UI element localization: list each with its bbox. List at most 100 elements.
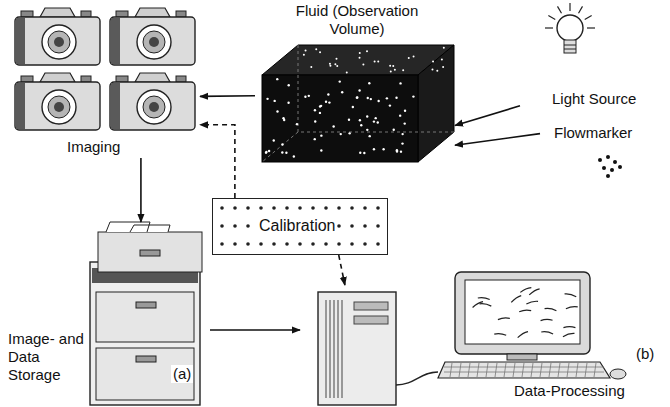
- particle-dot: [265, 151, 267, 153]
- particle-dot: [346, 72, 348, 74]
- particle-dot: [412, 95, 414, 97]
- vent-line: [330, 300, 331, 398]
- key-divider: [468, 363, 470, 377]
- particle-dot: [273, 100, 275, 102]
- fluid-volume: Fluid (Observation Volume): [255, 0, 455, 165]
- particle-dot: [436, 70, 438, 72]
- particle-dot: [315, 48, 317, 50]
- particle-dot: [340, 133, 342, 135]
- particle-dot: [359, 57, 361, 59]
- particle-dot: [348, 132, 350, 134]
- flow-arrow: [210, 329, 300, 331]
- particle-dot: [394, 69, 396, 71]
- keyboard: [438, 362, 610, 378]
- particle-dot: [360, 124, 362, 126]
- flow-vectors: [473, 288, 578, 338]
- particle-dots: [265, 47, 445, 158]
- monitor-screen: [465, 280, 580, 344]
- particle-dot: [273, 139, 275, 141]
- particle-dot: [336, 65, 338, 67]
- calibration-dot: [233, 242, 237, 246]
- calibration-dot: [246, 242, 250, 246]
- particle-dot: [328, 101, 330, 103]
- particle-dot: [370, 98, 372, 100]
- processing-unit: Data-Processing(b): [300, 285, 668, 405]
- part-label: (a): [171, 365, 193, 383]
- flow-vector: [541, 332, 553, 334]
- marker-dot: [598, 158, 602, 162]
- mouse: [610, 369, 626, 379]
- camera-icon: [110, 73, 195, 130]
- calibration-dot: [324, 206, 328, 210]
- calibration-dot: [363, 242, 367, 246]
- flow-vector: [518, 332, 528, 338]
- particle-dot: [303, 54, 305, 56]
- particle-dot: [352, 106, 354, 108]
- light-ray: [545, 27, 553, 28]
- storage-unit: Image- and Data Storage (a): [5, 222, 210, 405]
- flow-arrow: [200, 95, 255, 97]
- flow-vector: [498, 318, 510, 320]
- marker-dot: [618, 165, 622, 169]
- calibration-dot: [220, 224, 224, 228]
- node-label: Image- and Data Storage: [6, 330, 88, 384]
- computer-tower: [318, 292, 396, 405]
- light-ray: [585, 16, 592, 20]
- particle-dot: [266, 98, 268, 100]
- flow-arrow: [200, 125, 235, 198]
- flow-vector: [565, 294, 577, 297]
- key-divider: [513, 363, 515, 377]
- particle-dot: [329, 63, 331, 65]
- flow-vector: [526, 301, 538, 304]
- particle-dot: [413, 55, 415, 57]
- particle-dot: [408, 57, 410, 59]
- calibration-dot: [272, 206, 276, 210]
- key-divider: [558, 363, 560, 377]
- flowmarker: Flowmarker: [540, 122, 668, 180]
- calibration-dot: [259, 206, 263, 210]
- particle-dot: [359, 119, 361, 121]
- calibration-dot: [376, 242, 380, 246]
- key-divider: [567, 363, 569, 377]
- particle-dot: [443, 47, 445, 49]
- marker-dot: [606, 155, 610, 159]
- particle-dot: [442, 66, 444, 68]
- flow-arrow: [455, 106, 520, 126]
- particle-dot: [287, 102, 289, 104]
- flow-vector: [563, 333, 575, 336]
- marker-dot: [606, 174, 610, 178]
- particle-dot: [366, 50, 368, 52]
- particle-dot: [432, 61, 434, 63]
- node-label: Light Source: [550, 90, 638, 108]
- flow-vector: [541, 319, 553, 320]
- calibration-dot: [337, 224, 341, 228]
- drive-bay: [354, 302, 388, 310]
- particle-dot: [276, 110, 278, 112]
- imaging-group: Imaging: [5, 0, 200, 158]
- calibration-dot: [233, 224, 237, 228]
- particle-dot: [339, 80, 341, 82]
- particle-dot: [374, 60, 376, 62]
- calibration-dot: [285, 242, 289, 246]
- particle-dot: [367, 97, 369, 99]
- particle-dot: [308, 95, 310, 97]
- particle-dot: [348, 119, 350, 121]
- key-divider: [495, 363, 497, 377]
- particle-dot: [366, 129, 368, 131]
- camera-icon: [110, 8, 195, 65]
- node-label: Data-Processing: [512, 382, 627, 400]
- particle-dot: [359, 52, 361, 54]
- calibration-dot: [272, 242, 276, 246]
- particle-dot: [401, 142, 403, 144]
- key-divider: [504, 363, 506, 377]
- bulb-thread: [564, 45, 576, 49]
- calibration-dot: [376, 224, 380, 228]
- particle-dot: [356, 96, 358, 98]
- monitor-stand: [507, 354, 537, 360]
- calibration-dot: [363, 206, 367, 210]
- particle-dot: [382, 148, 384, 150]
- key-divider: [477, 363, 479, 377]
- particle-dot: [389, 65, 391, 67]
